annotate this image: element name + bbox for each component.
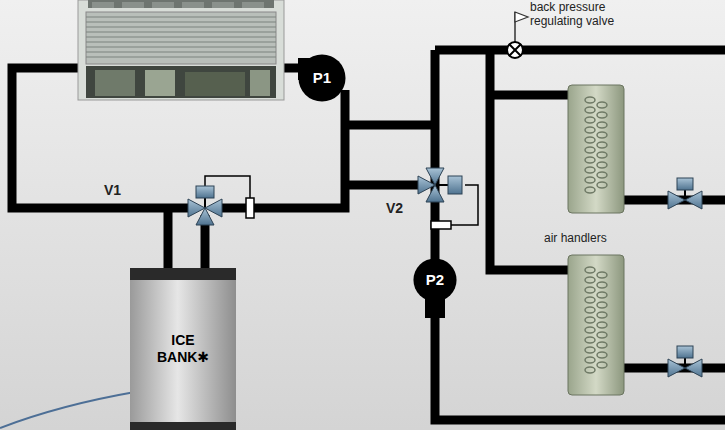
node-text: P2 [415,271,455,289]
group-label: air handlers [544,232,634,246]
back-pressure-valve [507,12,528,58]
pipes [12,50,725,420]
control-valve [668,346,702,377]
pump-symbol: P1 [298,54,346,102]
three-way-valve [418,168,478,229]
valve-tag: V2 [386,200,416,216]
chiller-unit [78,0,284,100]
air-handler-coil [568,85,624,213]
valve-tag: V1 [104,182,134,198]
pump-symbol: P2 [413,258,457,302]
air-handler-coil [568,255,624,395]
node-text: ICE BANK✱ [152,332,214,366]
node-text: P1 [300,69,344,87]
valve-label: back pressure regulating valve [530,1,642,29]
ice-bank-tank: ICE BANK✱ [130,268,236,430]
control-valve [668,178,702,209]
three-way-valve [188,176,254,225]
decor-curve [0,392,135,428]
